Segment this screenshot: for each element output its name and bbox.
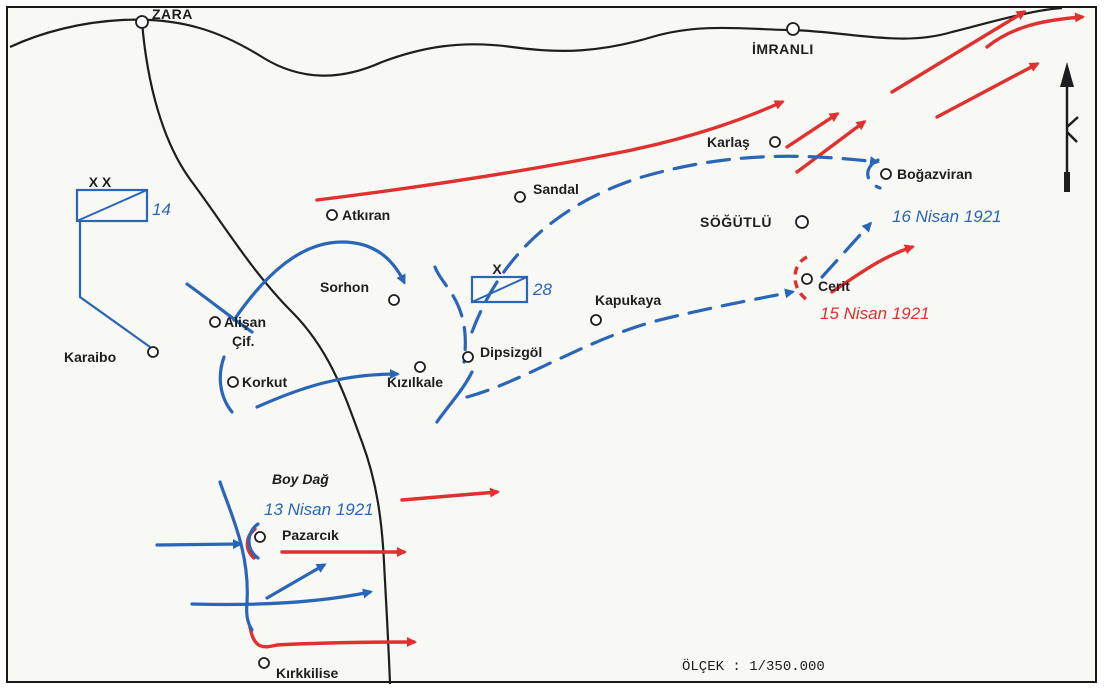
town-marker-karlas: [769, 136, 781, 148]
place-zara: ZARA: [152, 8, 193, 22]
northern-road: [9, 6, 1063, 77]
red-front-cerit: [793, 255, 809, 302]
place-alisan: Alişan: [224, 314, 266, 330]
blue-front-bogazviran: [866, 158, 882, 190]
town-marker-imranli: [786, 22, 800, 36]
place-imranli: İMRANLI: [752, 41, 814, 57]
blue-arrow-kizilkale: [255, 369, 400, 409]
brigade-echelon: X: [492, 261, 502, 277]
mountain-boydag: Boy Dağ: [272, 471, 329, 487]
division-number: 14: [152, 200, 171, 219]
blue-dash-sorhon-loop: [433, 265, 467, 364]
town-marker-kizilkale: [414, 361, 426, 373]
red-arrow-kirkkilise: [248, 625, 417, 649]
blue-front-korkut: [218, 355, 234, 414]
town-marker-sandal: [514, 191, 526, 203]
blue-arrow-south: [190, 588, 373, 607]
towns: ZARA İMRANLI Karlaş Boğazviran Sandal At…: [64, 6, 972, 681]
town-marker-karaibo: [147, 346, 159, 358]
town-marker-kapukaya: [590, 314, 602, 326]
red-arrow-karlas-1: [785, 112, 840, 149]
red-arrow-atkiran: [315, 100, 785, 202]
blue-arrow-pazarcik-se: [265, 563, 327, 600]
red-arrow-ne-2: [985, 12, 1085, 49]
brigade-28-symbol: X 28: [470, 261, 552, 304]
red-arrow-karlas-2: [795, 120, 867, 174]
place-kapukaya: Kapukaya: [595, 292, 661, 308]
town-marker-cerit: [801, 273, 813, 285]
town-marker-atkiran: [326, 209, 338, 221]
blue-bracket-pazarcik: [247, 522, 260, 560]
north-arrow-icon: [1060, 62, 1079, 192]
place-pazarcik: Pazarcık: [282, 527, 339, 543]
place-sandal: Sandal: [533, 181, 579, 197]
blue-front-boydag: [218, 480, 254, 632]
blue-dash-sandal-route: [470, 154, 880, 334]
place-bogazviran: Boğazviran: [897, 166, 972, 182]
town-marker-sogutlu: [795, 215, 809, 229]
division-14-symbol: X X 14: [75, 174, 171, 348]
town-marker-sorhon: [388, 294, 400, 306]
blue-force-arrows: [155, 154, 882, 632]
place-kizilkale: Kızılkale: [387, 374, 443, 390]
town-marker-alisan: [209, 316, 221, 328]
place-sorhon: Sorhon: [320, 279, 369, 295]
blue-arrow-pazarcik-west: [155, 539, 243, 550]
place-dipsizgol: Dipsizgöl: [480, 344, 542, 360]
red-force-arrows: [245, 10, 1085, 649]
red-arrow-ne-3: [935, 62, 1040, 119]
town-marker-bogazviran: [880, 168, 892, 180]
blue-dash-cerit-north: [820, 221, 873, 279]
brigade-number: 28: [532, 280, 552, 299]
red-arrow-cerit: [830, 244, 915, 294]
blue-front-alisan: [185, 282, 254, 334]
town-marker-kirkkilise: [258, 657, 270, 669]
division-echelon: X X: [89, 174, 112, 190]
red-arrow-ne-1: [890, 10, 1027, 94]
date-16-nisan: 16 Nisan 1921: [892, 207, 1002, 226]
place-kirkkilise: Kırkkilise: [276, 665, 338, 681]
place-atkiran: Atkıran: [342, 207, 390, 223]
date-15-nisan: 15 Nisan 1921: [820, 304, 930, 323]
place-korkut: Korkut: [242, 374, 287, 390]
map-scale: ÖLÇEK : 1/350.000: [682, 657, 825, 675]
place-karlas: Karlaş: [707, 134, 750, 150]
town-marker-dipsizgol: [462, 351, 474, 363]
blue-arrow-to-sorhon: [232, 240, 406, 322]
town-marker-pazarcik: [254, 531, 266, 543]
red-arrow-boydag: [400, 487, 500, 502]
blue-front-dipsizgol: [435, 370, 474, 424]
map-paper: X X 14 X 28 ZARA İMRANLI Karlaş Boğazvir…: [6, 6, 1097, 685]
southern-road: [140, 21, 392, 685]
place-cif: Çif.: [232, 333, 255, 349]
town-marker-zara: [135, 15, 149, 29]
place-karaibo: Karaibo: [64, 349, 116, 365]
battle-map: X X 14 X 28 ZARA İMRANLI Karlaş Boğazvir…: [9, 6, 1085, 685]
blue-dash-kapukaya-route: [465, 288, 795, 399]
place-sogutlu: SÖĞÜTLÜ: [700, 213, 772, 230]
date-13-nisan: 13 Nisan 1921: [264, 500, 374, 519]
town-marker-korkut: [227, 376, 239, 388]
place-cerit: Cerit: [818, 278, 850, 294]
